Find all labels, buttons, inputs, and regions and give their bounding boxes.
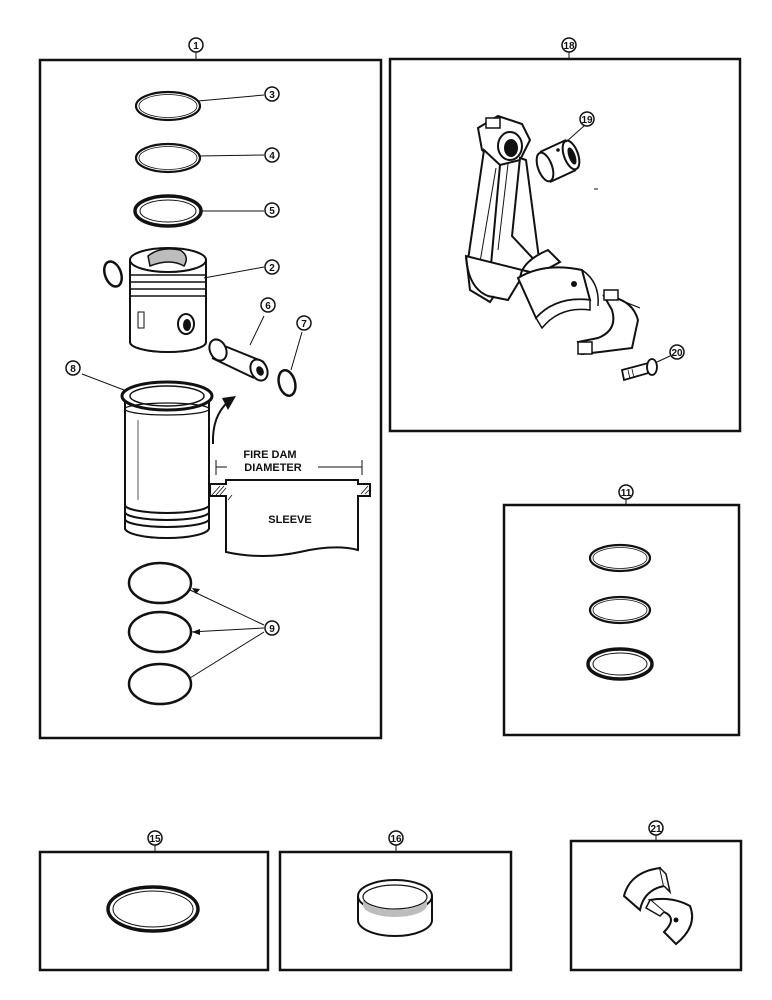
bearing-shell-upper [622, 866, 672, 912]
panel-11-piston-ring-set: 11 [502, 484, 741, 737]
callout-4: 4 [264, 147, 280, 163]
svg-text:5: 5 [269, 206, 275, 217]
piston-pin-retainer-left [103, 260, 123, 288]
svg-text:19: 19 [581, 115, 593, 126]
callout-3: 3 [264, 86, 280, 102]
piston-pin-bushing [535, 139, 581, 183]
ring-15 [106, 885, 200, 933]
svg-text:2: 2 [269, 263, 275, 274]
piston-pin-retainer-right [277, 369, 297, 397]
panel-16-band: 16 [278, 830, 513, 972]
sleeve-label: SLEEVE [268, 514, 311, 526]
sleeve-o-rings [127, 561, 193, 706]
panel-15-ring: 15 [38, 830, 270, 972]
svg-text:15: 15 [149, 834, 161, 845]
svg-text:20: 20 [671, 348, 683, 359]
callout-9: 9 [264, 620, 280, 636]
panel-21-bearing-shells: 21 [569, 820, 743, 972]
piston [129, 247, 207, 353]
callout-21: 21 [648, 820, 664, 836]
connecting-rod [464, 114, 562, 304]
panel-1-piston-sleeve-kit: 1 3 4 5 [38, 37, 383, 740]
svg-text:4: 4 [269, 151, 275, 162]
connecting-rod-cap [576, 289, 641, 356]
callout-19: 19 [579, 111, 595, 127]
piston-ring-second [134, 142, 202, 174]
callout-6: 6 [260, 297, 276, 313]
sleeve-section-detail: FIRE DAM DIAMETER SLEEVE [209, 449, 371, 557]
callout-7: 7 [296, 315, 312, 331]
svg-text:1: 1 [193, 41, 199, 52]
callout-1: 1 [188, 37, 204, 53]
fire-dam-label: FIRE DAM [243, 449, 296, 461]
svg-text:16: 16 [390, 834, 402, 845]
svg-text:7: 7 [301, 319, 307, 330]
svg-text:11: 11 [621, 488, 632, 499]
connecting-rod-bearing-shell [516, 266, 599, 330]
svg-text:18: 18 [563, 41, 575, 52]
svg-text:8: 8 [70, 364, 76, 375]
piston-ring-top [134, 90, 202, 122]
panel-18-connecting-rod: 18 [388, 37, 742, 433]
callout-2: 2 [264, 259, 280, 275]
diameter-label: DIAMETER [244, 462, 302, 474]
callout-20: 20 [669, 344, 685, 360]
callout-5: 5 [264, 202, 280, 218]
band-16 [357, 879, 433, 937]
piston-ring-oil-control [586, 647, 654, 681]
cylinder-sleeve [120, 380, 214, 539]
svg-text:9: 9 [269, 624, 275, 635]
piston-ring-oil [133, 194, 203, 228]
bearing-shell-lower [645, 897, 694, 946]
curved-arrow [211, 396, 236, 445]
callout-16: 16 [388, 830, 404, 846]
svg-text:21: 21 [650, 824, 662, 835]
piston-pin [208, 336, 269, 382]
connecting-rod-bolt [620, 358, 658, 382]
svg-text:6: 6 [265, 301, 271, 312]
callout-18: 18 [561, 37, 577, 53]
piston-ring-compression-1 [588, 543, 652, 573]
callout-8: 8 [65, 360, 81, 376]
callout-15: 15 [147, 830, 163, 846]
piston-ring-compression-2 [588, 595, 652, 625]
svg-text:3: 3 [269, 90, 275, 101]
callout-11: 11 [618, 484, 634, 500]
